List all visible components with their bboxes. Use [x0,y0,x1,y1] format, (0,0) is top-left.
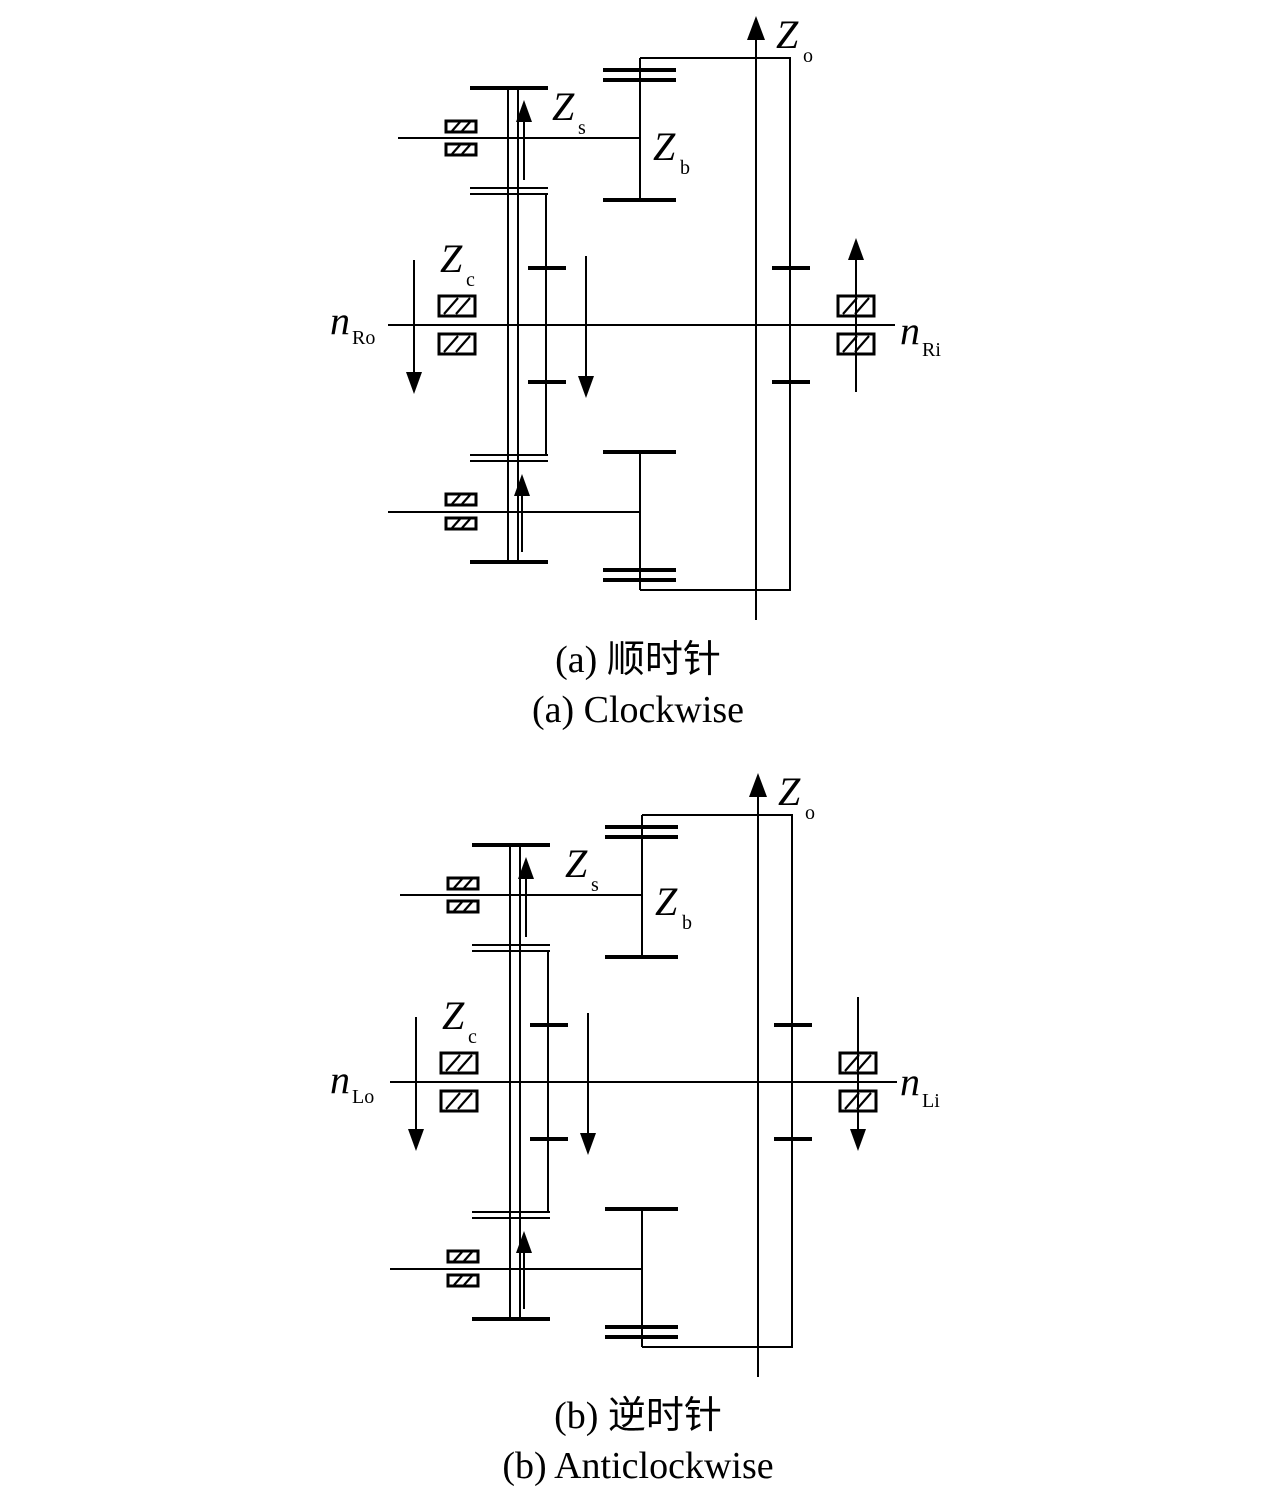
output-arrow-head [749,773,767,797]
label-zs: Z [552,84,575,129]
arrow-planet-top-up [518,857,534,937]
label-n-out: n [330,1057,350,1102]
output-arrow-head [747,16,765,40]
caption-a-en: (a) Clockwise [532,689,744,731]
label-zc: Z [440,236,463,281]
label-zc-sub: c [468,1026,477,1048]
label-zb-sub: b [682,912,692,934]
label-n-out: n [330,298,350,343]
arrow-output-down [406,260,422,394]
label-zb: Z [653,124,676,169]
bearing-planet-top [446,876,480,914]
caption-a-cn: (a) 顺时针 [555,639,721,681]
label-zc: Z [442,993,465,1038]
label-zb-sub: b [680,157,690,179]
label-zo: Z [776,12,799,57]
label-zs: Z [565,841,588,886]
arrow-input-down [850,997,866,1151]
label-n-in: n [900,308,920,353]
panel-b: Z o Z s Z b Z c n Lo n Li (b) 逆时针 (b) An… [330,769,940,1487]
arrow-input-up [848,238,864,392]
label-n-out-sub: Lo [352,1086,374,1108]
label-zb: Z [655,879,678,924]
arrow-planet-bottom-up [516,1231,532,1309]
caption-b-en: (b) Anticlockwise [502,1445,773,1487]
arrow-output-down [408,1017,424,1151]
arrow-sun-down [578,256,594,398]
arrow-planet-top-up [516,100,532,180]
bearing-planet-top [444,119,478,157]
label-zs-sub: s [578,117,586,139]
label-zc-sub: c [466,269,475,291]
arrow-planet-bottom-up [514,474,530,552]
label-zo-sub: o [803,45,813,67]
label-n-out-sub: Ro [352,327,375,349]
label-n-in-sub: Ri [922,339,941,361]
label-zo: Z [778,769,801,814]
arrow-sun-down [580,1013,596,1155]
caption-b-cn: (b) 逆时针 [554,1395,722,1437]
label-zs-sub: s [591,874,599,896]
bearing-planet-bottom [446,1249,480,1288]
label-n-in-sub: Li [922,1090,940,1112]
panel-a: Z o Z s Z b Z c n Ro n Ri (a) 顺时针 (a) Cl… [330,12,941,731]
label-zo-sub: o [805,802,815,824]
bearing-main-left [439,1051,479,1113]
bearing-planet-bottom [444,492,478,531]
bearing-main-left [437,294,477,356]
label-n-in: n [900,1059,920,1104]
